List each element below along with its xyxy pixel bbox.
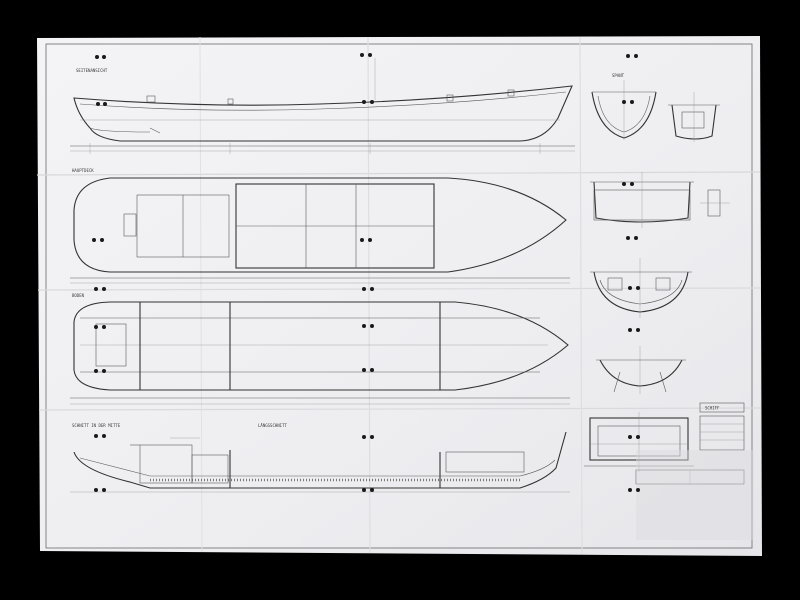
cross-section-1: SPANT bbox=[591, 73, 657, 140]
blueprint-sheet bbox=[36, 36, 762, 556]
cross-section-6 bbox=[584, 412, 694, 472]
frame-section-label: SPANT bbox=[612, 73, 625, 78]
longitudinal-section-drawing: SCHNITT IN DER MITTE LÄNGSSCHNITT bbox=[70, 423, 570, 493]
hold-plan-label: BODEN bbox=[72, 293, 85, 298]
long-section-label-2: LÄNGSSCHNITT bbox=[258, 423, 287, 428]
cross-section-3 bbox=[590, 172, 730, 228]
long-section-label: SCHNITT IN DER MITTE bbox=[72, 423, 121, 428]
side-view-label: SEITENANSICHT bbox=[76, 68, 108, 73]
cross-section-5 bbox=[596, 346, 686, 394]
deck-plan-label: HAUPTDECK bbox=[72, 168, 94, 173]
punch-holes bbox=[92, 53, 640, 492]
title-block-header: SCHIFF bbox=[705, 406, 720, 411]
cross-section-2 bbox=[668, 92, 720, 142]
title-block: SCHIFF bbox=[635, 402, 754, 540]
side-elevation-drawing: SEITENANSICHT bbox=[70, 58, 575, 154]
hold-plan-drawing: BODEN bbox=[70, 293, 570, 405]
deck-plan-drawing: HAUPTDECK bbox=[70, 168, 570, 284]
